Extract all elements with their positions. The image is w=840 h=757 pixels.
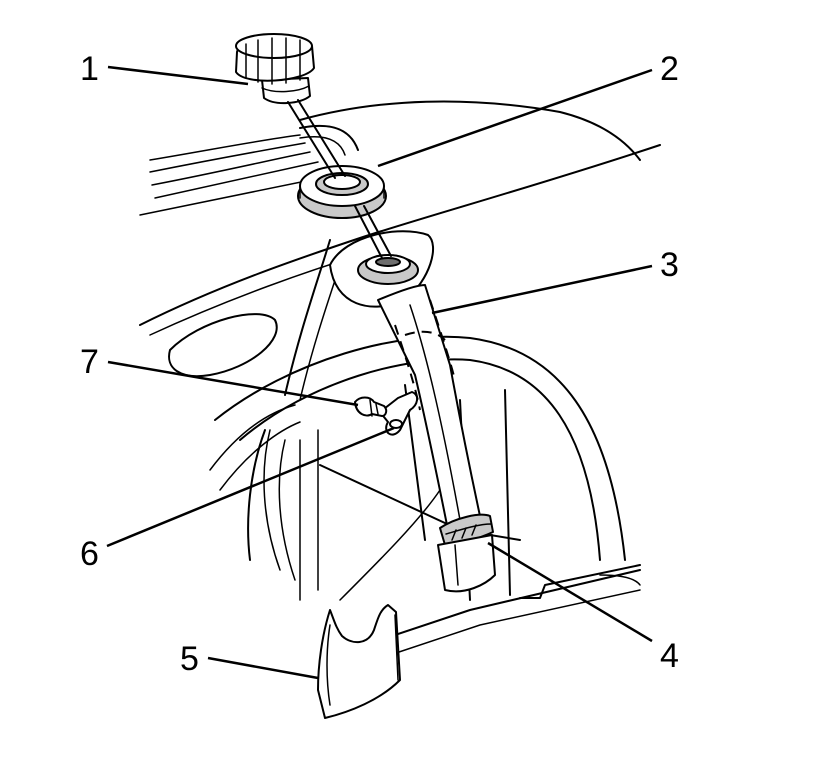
lower-hose xyxy=(437,534,496,593)
callout-labels: 1 2 3 4 5 6 7 xyxy=(80,50,679,678)
callout-7: 7 xyxy=(80,343,99,381)
leader-3 xyxy=(431,264,653,315)
bracket xyxy=(379,391,418,436)
filler-pipe xyxy=(377,284,484,541)
callout-5: 5 xyxy=(180,640,199,678)
leader-1 xyxy=(107,65,249,86)
callout-3: 3 xyxy=(660,246,679,284)
fuel-cap xyxy=(235,33,315,104)
callout-4: 4 xyxy=(660,637,679,675)
callout-1: 1 xyxy=(80,50,99,88)
gasket xyxy=(297,165,387,219)
splash-shield xyxy=(317,604,401,719)
leader-7 xyxy=(107,360,359,407)
leader-6 xyxy=(106,426,395,548)
leader-4 xyxy=(487,541,653,643)
callout-6: 6 xyxy=(80,535,99,573)
leader-lines xyxy=(106,65,653,680)
leader-2 xyxy=(377,68,653,168)
alignment-lines xyxy=(287,99,392,259)
filler-opening xyxy=(329,230,435,308)
callout-2: 2 xyxy=(660,50,679,88)
vehicle-body xyxy=(139,100,661,656)
leader-5 xyxy=(207,656,319,680)
bolt xyxy=(354,396,388,417)
